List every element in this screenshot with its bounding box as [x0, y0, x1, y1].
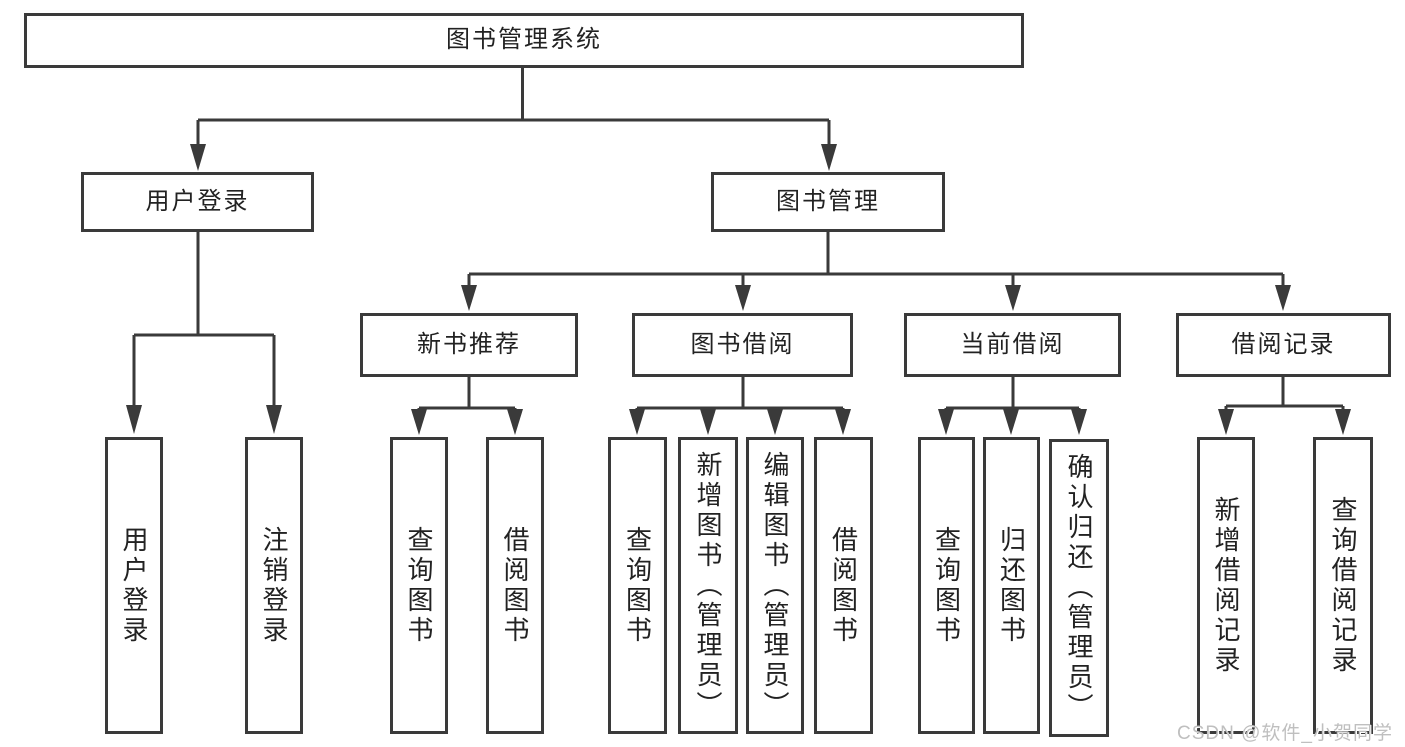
node-borrow-books: 借阅图书	[814, 437, 873, 734]
node-edit-book-admin: 编辑图书（管理员）	[746, 437, 804, 734]
node-book-management: 图书管理	[711, 172, 945, 232]
watermark: CSDN @软件_小贺同学	[1177, 723, 1393, 744]
node-add-book-admin: 新增图书（管理员）	[678, 437, 738, 734]
node-book-borrowing: 图书借阅	[632, 313, 853, 377]
node-user-login-leaf: 用户登录	[105, 437, 163, 734]
node-borrowing-records: 借阅记录	[1176, 313, 1391, 377]
node-user-login: 用户登录	[81, 172, 314, 232]
node-current-borrowing: 当前借阅	[904, 313, 1121, 377]
node-new-book-recommendation: 新书推荐	[360, 313, 578, 377]
connector-paths	[132, 68, 1345, 411]
arrowheads	[126, 144, 1351, 435]
node-query-books-recommendation: 查询图书	[390, 437, 448, 734]
node-query-borrow-record: 查询借阅记录	[1313, 437, 1373, 734]
node-query-books-borrowing: 查询图书	[608, 437, 667, 734]
node-confirm-return-admin: 确认归还（管理员）	[1049, 439, 1109, 737]
node-add-borrow-record: 新增借阅记录	[1197, 437, 1255, 734]
node-library-management-system: 图书管理系统	[24, 13, 1024, 68]
node-query-books-current: 查询图书	[918, 437, 975, 734]
node-return-books: 归还图书	[983, 437, 1040, 734]
node-logout: 注销登录	[245, 437, 303, 734]
node-borrow-books-recommendation: 借阅图书	[486, 437, 544, 734]
